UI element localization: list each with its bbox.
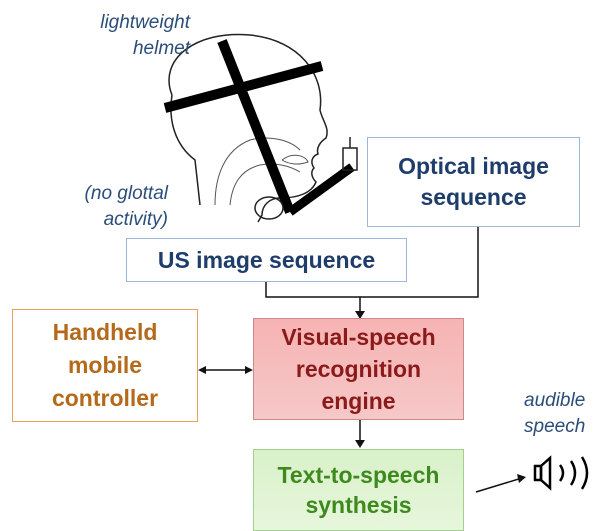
helmet-label: lightweight helmet [55,10,190,62]
helmet-label-line2: helmet [132,38,190,59]
tts-line1: Text-to-speech [277,462,440,488]
speaker-icon [533,455,589,491]
arrowhead-speaker [517,474,526,483]
audible-label-line2: speech [524,416,586,437]
handheld-line3: controller [51,385,159,411]
visual-speech-recognition-box: Visual-speech recognition engine [253,318,464,420]
arrowhead-left [198,366,206,374]
glottal-label-line1: (no glottal [84,183,168,204]
tongue-sketch [281,154,309,165]
camera-arm [287,163,355,216]
audible-label-line1: audible [524,390,586,411]
arrowhead-into-vsr [355,311,365,319]
optical-line2: sequence [420,184,527,210]
tts-line2: synthesis [305,492,412,518]
handheld-line2: mobile [67,352,143,378]
vsr-line3: engine [321,388,396,414]
connector-optical-to-vsr [360,227,479,298]
vsr-line1: Visual-speech [281,324,436,350]
handheld-controller-box: Handheld mobile controller [12,309,198,422]
glottal-label: (no glottal activity) [52,181,168,233]
arrowhead-into-tts [355,440,365,448]
helmet-strap [217,39,295,214]
optical-image-sequence-box: Optical image sequence [367,137,580,227]
us-label: US image sequence [157,246,376,273]
arrow-tts-to-speaker [475,477,523,493]
vocal-tract-sketch [214,137,301,206]
optical-line1: Optical image [398,153,549,179]
helmet-label-line1: lightweight [100,12,190,33]
audible-speech-label: audible speech [524,388,599,440]
us-image-sequence-box: US image sequence [126,238,407,282]
handheld-line1: Handheld [52,319,158,345]
arrowhead-right [245,366,253,374]
vsr-line2: recognition [295,356,422,382]
text-to-speech-box: Text-to-speech synthesis [253,449,464,531]
back-of-head [170,94,201,206]
head-outline [168,33,328,223]
connector-us-to-vsr [265,282,360,298]
glottal-label-line2: activity) [103,209,168,230]
ultrasound-probe [254,196,284,220]
